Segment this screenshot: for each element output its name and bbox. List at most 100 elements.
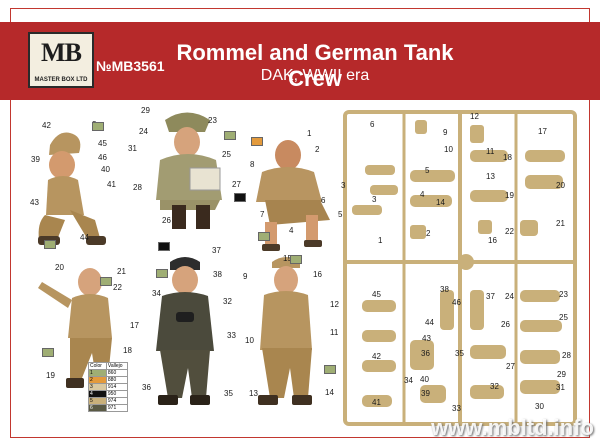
label-f2-6: 27 xyxy=(232,180,241,189)
sprue-label: 6 xyxy=(370,120,375,129)
label-f1-8: 44 xyxy=(80,233,89,242)
sprue-label: 33 xyxy=(452,404,461,413)
header-band xyxy=(0,22,600,100)
color-marker xyxy=(234,193,246,202)
sprue-label: 28 xyxy=(562,351,571,360)
label-f4-5: 19 xyxy=(46,371,55,380)
logo-text: MB xyxy=(41,38,82,67)
sprue-label: 40 xyxy=(420,375,429,384)
page-subtitle: DAK, WWII era xyxy=(260,67,370,84)
sprue-label: 13 xyxy=(486,172,495,181)
label-f3-6: 5 xyxy=(338,210,343,219)
sprue-label: 35 xyxy=(455,349,464,358)
label-f1-3: 46 xyxy=(98,153,107,162)
color-table-cell: 914 xyxy=(105,383,129,391)
label-f2-3: 25 xyxy=(222,150,231,159)
label-f3-5: 4 xyxy=(289,226,294,235)
sprue-label: 12 xyxy=(470,112,479,121)
label-f2-1: 23 xyxy=(208,116,217,125)
color-marker xyxy=(290,255,302,264)
sprue-label: 43 xyxy=(422,334,431,343)
label-f5-4: 33 xyxy=(227,331,236,340)
color-marker xyxy=(224,131,236,140)
color-marker xyxy=(324,365,336,374)
color-table-cell: 974 xyxy=(105,397,129,405)
sprue-label: 37 xyxy=(486,292,495,301)
sprue-label: 38 xyxy=(440,285,449,294)
color-table-cell: 6 xyxy=(88,404,107,412)
color-table-cell: 1 xyxy=(88,369,107,377)
color-table-cell: 860 xyxy=(105,369,129,377)
sprue-label: 39 xyxy=(421,389,430,398)
color-marker xyxy=(258,232,270,241)
sprue-label: 31 xyxy=(556,383,565,392)
label-f6-0: 15 xyxy=(283,254,292,263)
sprue-label: 9 xyxy=(443,128,448,137)
sprue-label: 14 xyxy=(436,198,445,207)
color-marker xyxy=(92,122,104,131)
color-marker xyxy=(100,277,112,286)
label-f2-4: 31 xyxy=(128,144,137,153)
figure-2-illustration xyxy=(156,112,222,229)
sprue-label: 3 xyxy=(372,195,377,204)
color-marker xyxy=(156,269,168,278)
color-table-header: Color xyxy=(88,362,107,370)
label-f6-2: 9 xyxy=(243,272,248,281)
sprue-label: 26 xyxy=(501,320,510,329)
label-f2-2: 24 xyxy=(139,127,148,136)
sprue-label: 46 xyxy=(452,298,461,307)
sprue-label: 29 xyxy=(557,370,566,379)
label-f5-6: 35 xyxy=(224,389,233,398)
label-f5-2: 34 xyxy=(152,289,161,298)
label-f3-0: 1 xyxy=(307,129,312,138)
sprue-label: 2 xyxy=(426,229,431,238)
label-f2-5: 28 xyxy=(133,183,142,192)
label-f1-4: 39 xyxy=(31,155,40,164)
sprue-label: 22 xyxy=(505,227,514,236)
color-marker xyxy=(42,348,54,357)
color-table-cell: 971 xyxy=(105,404,129,412)
figure-5-illustration xyxy=(156,257,214,405)
label-f5-3: 32 xyxy=(223,297,232,306)
page-title: Rommel and German Tank Crew xyxy=(176,40,454,91)
label-f6-7: 12 xyxy=(330,300,339,309)
label-f1-0: 42 xyxy=(42,121,51,130)
brand-logo: MB MASTER BOX LTD xyxy=(28,32,94,88)
sprue-label: 20 xyxy=(556,181,565,190)
sprue-label: 5 xyxy=(425,166,430,175)
sprue-label: 21 xyxy=(556,219,565,228)
color-marker xyxy=(251,137,263,146)
sprue-label: 24 xyxy=(505,292,514,301)
sprue-label: 45 xyxy=(372,290,381,299)
sprue-label: 4 xyxy=(420,190,425,199)
label-f6-5: 13 xyxy=(249,389,258,398)
label-f6-3: 10 xyxy=(245,336,254,345)
label-f4-1: 21 xyxy=(117,267,126,276)
label-f3-3: 3 xyxy=(341,181,346,190)
label-f1-6: 41 xyxy=(107,180,116,189)
color-table-cell: 5 xyxy=(88,397,107,405)
sprue-label: 25 xyxy=(559,313,568,322)
label-f3-4: 7 xyxy=(260,210,265,219)
sprue-label: 30 xyxy=(535,402,544,411)
label-f4-4: 18 xyxy=(123,346,132,355)
label-f5-5: 36 xyxy=(142,383,151,392)
color-table-cell: 4 xyxy=(88,390,107,398)
label-f5-0: 37 xyxy=(212,246,221,255)
label-f4-0: 20 xyxy=(55,263,64,272)
sprue-label: 18 xyxy=(503,153,512,162)
sprue-label: 36 xyxy=(421,349,430,358)
label-f6-6: 14 xyxy=(325,388,334,397)
page-border xyxy=(10,8,590,438)
sprue-label: 27 xyxy=(506,362,515,371)
label-f6-4: 11 xyxy=(330,328,339,337)
sprue-label: 32 xyxy=(490,382,499,391)
label-f4-3: 17 xyxy=(130,321,139,330)
label-f5-1: 38 xyxy=(213,270,222,279)
sprue-label: 11 xyxy=(486,147,495,156)
label-f6-1: 16 xyxy=(313,270,322,279)
label-f1-2: 45 xyxy=(98,139,107,148)
label-f3-7: 6 xyxy=(321,196,326,205)
